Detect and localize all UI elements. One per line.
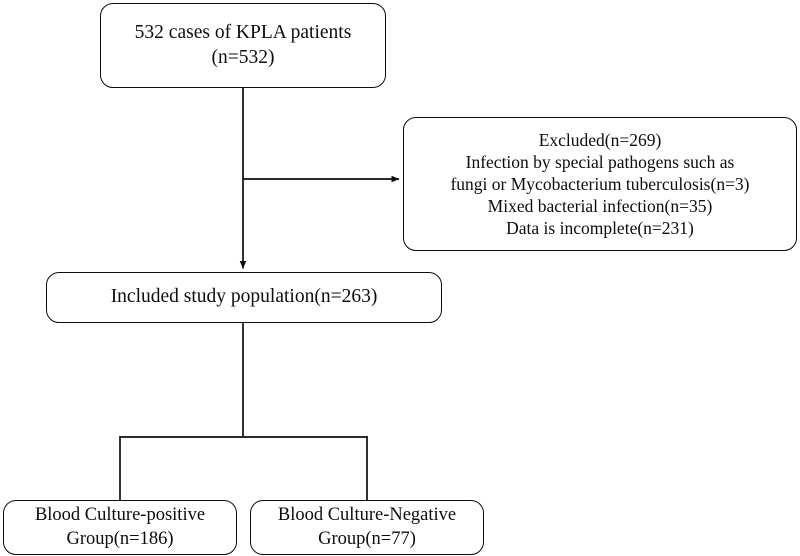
node-excluded-cases: Excluded(n=269) Infection by special pat… — [403, 117, 797, 251]
node-source-population: 532 cases of KPLA patients (n=532) — [100, 3, 386, 88]
node-included-study-population: Included study population(n=263) — [46, 272, 442, 323]
node-blood-culture-positive-group: Blood Culture-positive Group(n=186) — [3, 500, 237, 555]
node-blood-culture-negative-group: Blood Culture-Negative Group(n=77) — [250, 500, 484, 555]
